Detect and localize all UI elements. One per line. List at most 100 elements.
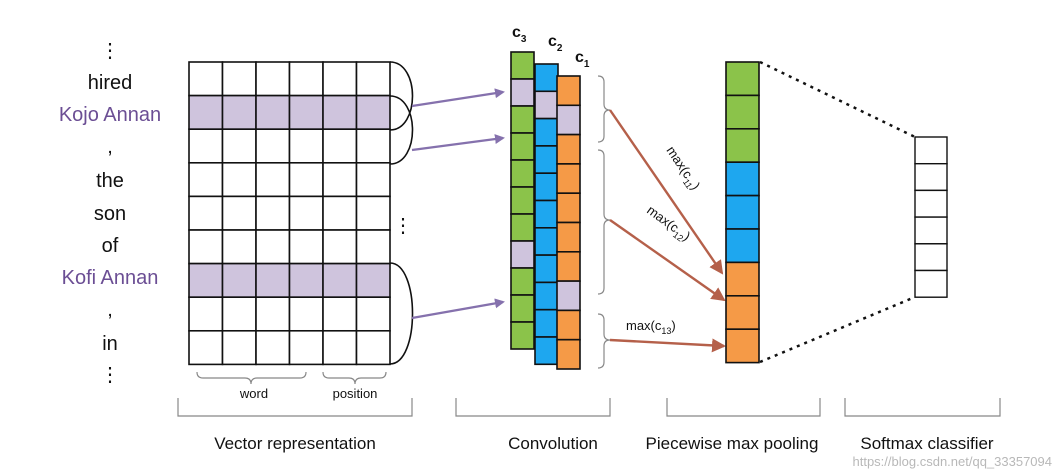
softmax-vector <box>914 136 948 298</box>
filter-3-cell-2 <box>510 105 535 134</box>
section-label-softmax: Softmax classifier <box>860 434 994 453</box>
filter-label-c1: c1 <box>575 49 590 70</box>
section-label-convolution: Convolution <box>508 434 598 453</box>
matrix-cell-0-2 <box>255 61 291 97</box>
token-0: ⋮ <box>100 40 120 62</box>
matrix-cell-8-5 <box>355 329 391 366</box>
input-arrow-1 <box>411 88 505 108</box>
matrix-cell-6-1 <box>221 262 257 299</box>
filter-label-c3: c3 <box>512 24 527 45</box>
matrix-cell-1-5 <box>355 94 391 130</box>
section-bracket-convolution <box>455 398 611 417</box>
matrix-cell-5-3 <box>288 229 324 265</box>
filter-3-cell-7 <box>510 240 535 269</box>
filter-1-cell-2 <box>556 133 581 165</box>
softmax-cell-2 <box>914 189 948 218</box>
filter-1-cell-7 <box>556 280 581 312</box>
matrix-cell-2-5 <box>355 128 391 164</box>
convolution-filters <box>510 51 581 370</box>
matrix-cell-5-1 <box>221 229 257 265</box>
token-8: , <box>107 299 113 321</box>
matrix-cell-7-5 <box>355 296 391 332</box>
token-4: the <box>96 170 124 192</box>
matrix-cell-4-5 <box>355 195 391 231</box>
filter-2-cell-5 <box>534 199 559 229</box>
matrix-cell-2-0 <box>188 128 224 164</box>
input-arrow-3 <box>411 298 505 320</box>
matrix-cell-6-0 <box>188 262 224 299</box>
dotted-line-top <box>759 60 916 139</box>
pool-cell-2 <box>725 128 760 164</box>
matrix-cell-8-3 <box>288 329 324 366</box>
max-label-1: max(c11) <box>661 143 703 194</box>
token-10: ⋮ <box>100 364 120 386</box>
matrix-cell-8-4 <box>322 329 358 366</box>
matrix-cell-3-1 <box>221 162 257 198</box>
matrix-cell-3-2 <box>255 162 291 198</box>
pool-cell-0 <box>725 61 760 97</box>
matrix-cell-2-3 <box>288 128 324 164</box>
matrix-cell-8-0 <box>188 329 224 366</box>
matrix-cell-7-2 <box>255 296 291 332</box>
pooling-vector <box>725 61 760 364</box>
segment-brace-2 <box>597 149 611 295</box>
matrix-cell-2-4 <box>322 128 358 164</box>
token-3: , <box>107 136 113 158</box>
matrix-cell-4-0 <box>188 195 224 231</box>
filter-2-cell-3 <box>534 145 559 174</box>
matrix-cell-2-2 <box>255 128 291 164</box>
max-arrow-1 <box>609 109 724 275</box>
matrix-cell-7-0 <box>188 296 224 332</box>
filter-1-cell-4 <box>556 192 581 224</box>
filter-2-cell-9 <box>534 308 559 338</box>
matrix-cell-0-0 <box>188 61 224 97</box>
pool-cell-4 <box>725 194 760 230</box>
section-bracket-vector <box>177 398 413 417</box>
softmax-cell-0 <box>914 136 948 165</box>
filter-3-cell-0 <box>510 51 535 80</box>
matrix-cell-0-3 <box>288 61 324 97</box>
matrix-cell-0-1 <box>221 61 257 97</box>
watermark: https://blog.csdn.net/qq_33357094 <box>853 454 1053 469</box>
softmax-cell-4 <box>914 243 948 272</box>
matrix-cell-1-0 <box>188 94 224 130</box>
pool-cell-3 <box>725 161 760 197</box>
segment-brace-3 <box>597 313 611 369</box>
filter-3-cell-8 <box>510 267 535 296</box>
section-label-pooling: Piecewise max pooling <box>646 434 819 453</box>
filter-2-cell-0 <box>534 63 559 93</box>
filter-2-cell-1 <box>534 90 559 120</box>
pool-cell-5 <box>725 228 760 264</box>
pool-cell-7 <box>725 294 760 330</box>
token-2: Kojo Annan <box>59 104 161 126</box>
matrix-ellipsis: ⋮ <box>393 215 413 237</box>
matrix-cell-4-2 <box>255 195 291 231</box>
position-arc-2 <box>389 262 414 365</box>
matrix-cell-6-5 <box>355 262 391 299</box>
matrix-cell-2-1 <box>221 128 257 164</box>
filter-3-cell-1 <box>510 78 535 107</box>
filter-1-cell-9 <box>556 338 581 370</box>
matrix-cell-3-3 <box>288 162 324 198</box>
filter-3-cell-6 <box>510 213 535 242</box>
matrix-cell-8-2 <box>255 329 291 366</box>
filter-3-cell-9 <box>510 294 535 323</box>
filter-1-cell-6 <box>556 251 581 282</box>
matrix-cell-3-0 <box>188 162 224 198</box>
matrix-cell-8-1 <box>221 329 257 366</box>
matrix-cell-0-5 <box>355 61 391 97</box>
filter-2-cell-8 <box>534 281 559 311</box>
matrix-cell-4-4 <box>322 195 358 231</box>
filter-1-cell-5 <box>556 221 581 253</box>
position-arc-0 <box>389 61 414 131</box>
matrix-cell-7-3 <box>288 296 324 332</box>
word-brace <box>196 371 307 385</box>
matrix-cell-1-4 <box>322 94 358 130</box>
filter-2-cell-4 <box>534 172 559 202</box>
filter-2-cell-7 <box>534 254 559 284</box>
vector-matrix <box>188 61 391 366</box>
matrix-cell-1-3 <box>288 94 324 130</box>
section-bracket-softmax <box>844 398 1001 417</box>
softmax-cell-3 <box>914 216 948 245</box>
